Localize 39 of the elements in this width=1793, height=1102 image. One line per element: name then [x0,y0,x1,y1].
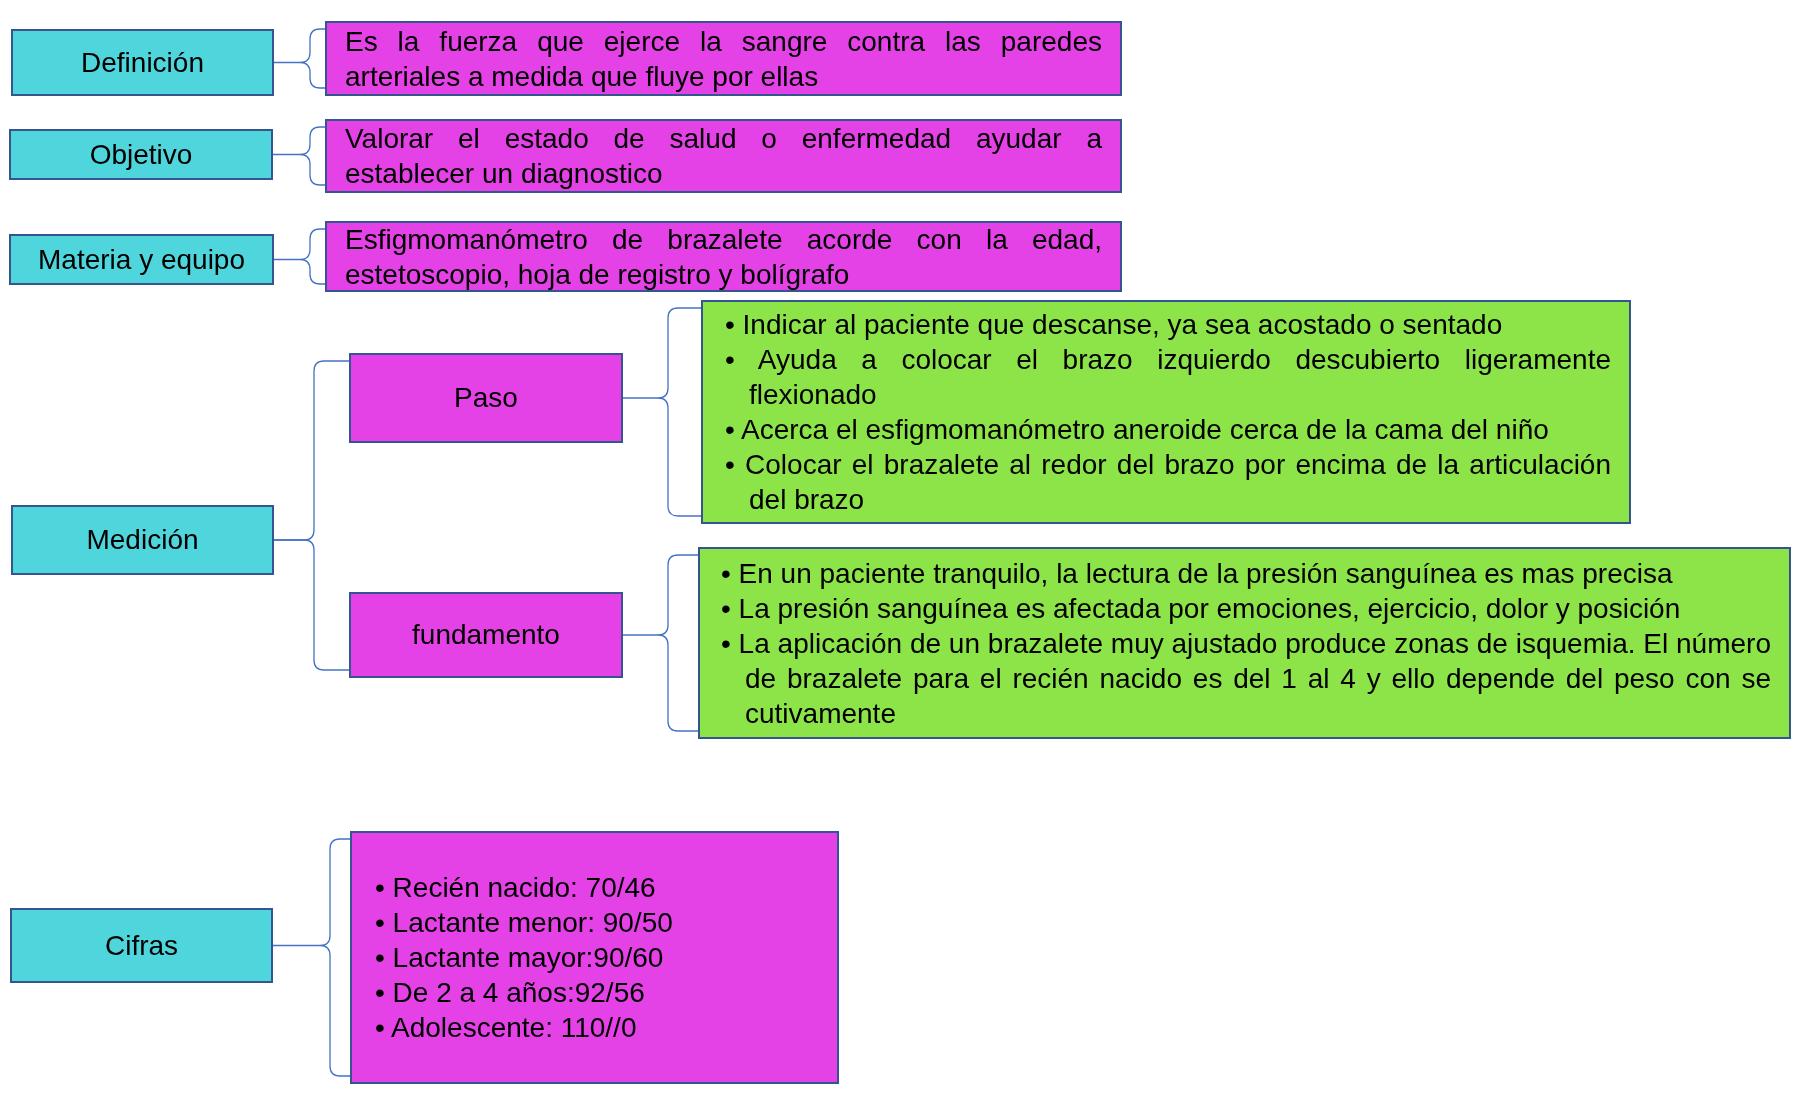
bullet-list-box [701,300,1631,524]
list-item: • Adolescente: 110//0 [375,1011,638,1045]
curly-brace-connector [622,307,702,517]
list-item: • Acerca el esfigmomanómetro aneroide cerca de la cama del niño [725,413,1550,447]
list-item: • Recién nacido: 70/46 [375,871,657,905]
curly-brace-connector [622,554,699,732]
list-item: • La presión sanguínea es afectada por emociones, ejercicio, dolor y posición [721,591,1682,626]
list-item: • La aplicación de un brazalete muy ajustado produce zonas de isquemia. El número de brazalete para el recién nacido es del 1 al 4 y ello depende del peso con se cutivamente [721,626,1771,731]
list-item: • Indicar al paciente que descanse, ya sea acostado o sentado [725,308,1504,342]
topic-box [11,29,274,96]
curly-brace-connector [272,838,351,1077]
topic-box [349,353,623,443]
bullet-list-box [350,831,839,1084]
bullet-list-box [698,547,1791,739]
topic-label: Medición [86,524,199,556]
curly-brace-connector [273,539,350,671]
list-item: • Colocar el brazalete al redor del brazo por encima de la articulación del brazo [725,448,1611,517]
topic-box [10,908,273,983]
description-text: Esfigmomanómetro de brazalete acorde con la edad, estetoscopio, hoja de registro y bolígrafo [344,222,1103,292]
topic-label: Paso [454,382,518,414]
list-item: • De 2 a 4 años:92/56 [375,976,646,1010]
topic-box [9,234,274,285]
topic-label: Definición [81,46,204,79]
topic-label: Materia y equipo [38,243,245,276]
curly-brace-connector [273,28,326,89]
topic-label: Objetivo [89,138,193,171]
list-item: • Lactante menor: 90/50 [375,906,674,940]
description-text: Es la fuerza que ejerce la sangre contra las paredes arteriales a medida que fluye por ellas [344,24,1103,94]
topic-box [349,592,623,678]
curly-brace-connector [272,126,326,186]
list-item: • En un paciente tranquilo, la lectura de la presión sanguínea es mas precisa [721,556,1674,591]
topic-box [9,129,273,180]
topic-box [11,505,274,575]
list-item: • Ayuda a colocar el brazo izquierdo descubierto ligeramente flexionado [725,343,1611,412]
topic-label: fundamento [412,619,560,651]
curly-brace-connector [273,228,326,285]
description-text: Valorar el estado de salud o enfermedad ayudar a establecer un diagnostico [344,122,1103,191]
topic-label: Cifras [104,929,179,962]
list-item: • Lactante mayor:90/60 [375,941,665,975]
